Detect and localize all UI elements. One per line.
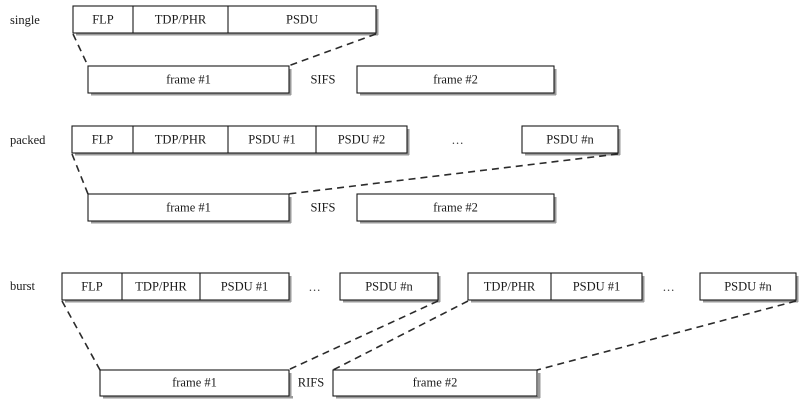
box-label-packed-psdu-n: PSDU #n xyxy=(546,132,594,146)
box-label-burst-psdu-1a: PSDU #1 xyxy=(221,279,269,293)
row-packed: packed FLP TDP/PHR PSDU #1 PSDU #2 ... P… xyxy=(10,125,621,224)
frame2-packed-shadow-right xyxy=(554,197,557,223)
ppdu-strip-single-shadow xyxy=(76,33,378,36)
ppdu-strip-single: FLP TDP/PHR PSDU xyxy=(72,5,379,36)
burst-psdu-n-b-outline xyxy=(699,272,797,301)
frame2-single-shadow xyxy=(360,93,556,96)
box-label-packed-tdp-phr: TDP/PHR xyxy=(155,132,207,146)
ellipsis-burst-2: ... xyxy=(663,280,675,294)
burst-psdu-n-b-shadow xyxy=(703,300,798,303)
burst-a-shadow-right xyxy=(289,276,292,302)
box-label-packed-psdu-1: PSDU #1 xyxy=(248,132,296,146)
box-label-single-flp: FLP xyxy=(92,12,114,26)
frame-burst-1 xyxy=(99,369,290,397)
psdu-n-packed-outline xyxy=(521,125,619,154)
burst-a-outline xyxy=(61,272,290,301)
burst-psdu-n-a-outline xyxy=(339,272,439,301)
box-label-burst-psdu-1b: PSDU #1 xyxy=(573,279,621,293)
frame-single-1 xyxy=(87,65,290,94)
ppdu-strip-burst-b: TDP/PHR PSDU #1 xyxy=(467,272,645,303)
row-label-single: single xyxy=(10,13,40,27)
frame-label-single-1: frame #1 xyxy=(166,72,211,86)
frame1-packed-shadow xyxy=(91,221,291,224)
frame-label-single-2: frame #2 xyxy=(433,72,478,86)
frame2-burst-shadow-right xyxy=(538,373,541,398)
frame-label-burst-1: frame #1 xyxy=(172,375,217,389)
gap-label-burst-rifs: RIFS xyxy=(298,375,324,389)
frame-burst-2 xyxy=(332,369,538,397)
ppdu-strip-single-shadow-right xyxy=(376,9,379,35)
ppdu-strip-packed-outline xyxy=(71,125,408,154)
connector-burst-a-right xyxy=(287,300,439,371)
frame1-burst-shadow xyxy=(103,396,293,399)
burst-b-shadow-right xyxy=(642,276,645,302)
frame-packed-2 xyxy=(356,193,555,222)
connector-burst-b-right xyxy=(536,300,797,371)
frame-row-single: frame #1 SIFS frame #2 xyxy=(87,65,557,96)
frame1-burst-shadow-right xyxy=(289,373,292,398)
frame2-single-shadow-right xyxy=(554,69,557,95)
gap-label-packed-sifs: SIFS xyxy=(310,200,335,214)
frame-label-burst-2: frame #2 xyxy=(413,375,458,389)
burst-b-outline xyxy=(467,272,643,301)
burst-psdu-n-a-shadow xyxy=(343,300,440,303)
burst-psdu-n-b-shadow-right xyxy=(796,276,799,302)
box-label-burst-psdu-n-a: PSDU #n xyxy=(365,279,413,293)
box-label-burst-tdp-phr-2: TDP/PHR xyxy=(484,279,536,293)
ppdu-box-burst-psdu-n-b: PSDU #n xyxy=(699,272,799,303)
frame-label-packed-1: frame #1 xyxy=(166,200,211,214)
row-label-packed: packed xyxy=(10,133,46,147)
box-label-burst-tdp-phr-1: TDP/PHR xyxy=(135,279,187,293)
ellipsis-packed-1: ... xyxy=(452,133,464,147)
connector-packed-right xyxy=(287,153,619,195)
connector-packed-left xyxy=(71,153,89,195)
psdu-n-packed-shadow xyxy=(525,153,620,156)
frame-row-burst: frame #1 RIFS frame #2 xyxy=(99,369,541,399)
ppdu-strip-burst-a: FLP TDP/PHR PSDU #1 xyxy=(61,272,292,303)
row-single: single FLP TDP/PHR PSDU frame #1 xyxy=(10,5,557,96)
frame1-single-shadow-right xyxy=(289,69,292,95)
frame1-packed-shadow-right xyxy=(289,197,292,223)
burst-psdu-n-a-shadow-right xyxy=(438,276,441,302)
box-label-burst-flp: FLP xyxy=(81,279,103,293)
connector-single-right xyxy=(287,33,377,67)
frame-row-packed: frame #1 SIFS frame #2 xyxy=(87,193,557,224)
frame-packed-1 xyxy=(87,193,290,222)
connector-burst-b-left xyxy=(332,300,469,371)
box-label-single-psdu: PSDU xyxy=(286,12,318,26)
frame2-burst-shadow xyxy=(336,396,540,399)
connector-single-left xyxy=(72,33,89,67)
box-label-single-tdp-phr: TDP/PHR xyxy=(155,12,207,26)
ellipsis-burst-1: ... xyxy=(309,280,321,294)
frame1-single-shadow xyxy=(91,93,291,96)
box-label-burst-psdu-n-b: PSDU #n xyxy=(724,279,772,293)
psdu-n-packed-shadow-right xyxy=(618,129,621,155)
frame2-packed-shadow xyxy=(360,221,556,224)
connector-burst-left xyxy=(61,300,101,371)
frame-single-2 xyxy=(356,65,555,94)
ppdu-box-packed-psdu-n: PSDU #n xyxy=(521,125,621,156)
ppdu-box-burst-psdu-n-a: PSDU #n xyxy=(339,272,441,303)
box-label-packed-psdu-2: PSDU #2 xyxy=(338,132,386,146)
frame-label-packed-2: frame #2 xyxy=(433,200,478,214)
gap-label-single-sifs: SIFS xyxy=(310,72,335,86)
ppdu-strip-single-outline xyxy=(72,5,377,34)
box-label-packed-flp: FLP xyxy=(92,132,114,146)
ppdu-strip-packed-shadow xyxy=(75,153,409,156)
burst-b-shadow xyxy=(471,300,644,303)
burst-a-shadow xyxy=(65,300,291,303)
ppdu-strip-packed: FLP TDP/PHR PSDU #1 PSDU #2 xyxy=(71,125,410,156)
row-burst: burst FLP TDP/PHR PSDU #1 ... PSDU #n xyxy=(10,272,799,399)
row-label-burst: burst xyxy=(10,279,36,293)
ppdu-strip-packed-shadow-right xyxy=(407,129,410,155)
